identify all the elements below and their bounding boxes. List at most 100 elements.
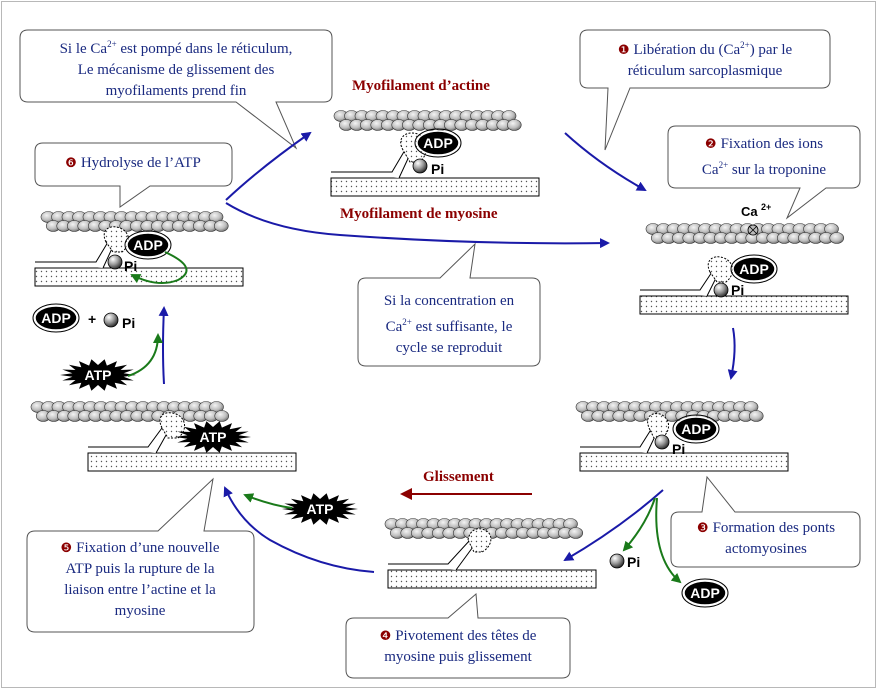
- pi-right: Pi: [713, 282, 744, 298]
- callout-pump-line1: Si le Ca2+ est pompé dans le réticulum,: [59, 39, 293, 57]
- atp-label: ATP: [307, 501, 334, 517]
- svg-text:ADP: ADP: [739, 261, 769, 277]
- atp-label: ATP: [85, 367, 112, 383]
- actin-filament-left-lower: [30, 401, 230, 422]
- atp-burst-shape: [175, 421, 251, 453]
- arrow-adp-release: [655, 497, 682, 584]
- callout-pump-shape: [19, 29, 333, 150]
- callout-step3-shape: [670, 475, 861, 568]
- actin-filament-bottom: [384, 518, 584, 539]
- step1-number: ❶: [617, 43, 630, 58]
- svg-text:Ca: Ca: [741, 204, 758, 219]
- myosin-filament-left-lower: [87, 452, 297, 472]
- atp-burst-shape: [282, 493, 358, 525]
- arrow-cycle-top-right: [564, 132, 647, 191]
- step2-number: ❷: [704, 137, 717, 152]
- pi-right-lower: Pi: [654, 434, 685, 457]
- svg-text:ADP: ADP: [423, 135, 453, 151]
- adp-badge-left: ADP: [124, 230, 172, 260]
- pi-free-left: + Pi: [88, 311, 135, 331]
- arrow-cycle-bottom-left: [223, 486, 375, 573]
- myosin-head-right-lower: [580, 413, 669, 454]
- svg-text:2+: 2+: [761, 202, 771, 212]
- myosin-head-bottom: [388, 528, 492, 571]
- actin-filament-right: [645, 223, 845, 244]
- svg-text:ADP: ADP: [41, 310, 71, 326]
- myosin-filament-left: [34, 267, 244, 287]
- actin-filament-right-lower: [575, 401, 764, 422]
- atp-burst-bound-left: ATP: [175, 421, 251, 453]
- actin-bead: [748, 410, 764, 422]
- arrow-pi-release: [622, 497, 656, 552]
- myosin-filament-label: Myofilament de myosine: [340, 206, 498, 222]
- pi-top: Pi: [412, 158, 444, 177]
- svg-text:Pi: Pi: [672, 441, 685, 457]
- callout-repeat-line3: cycle se reproduit: [395, 340, 503, 356]
- callout-step4-shape: [345, 592, 571, 679]
- arrow-cycle-bottom-right: [563, 489, 664, 562]
- adp-badge-top: ADP: [414, 128, 462, 158]
- callout-step6-shape: [34, 142, 233, 208]
- actin-bead: [829, 232, 845, 244]
- atp-burst-shape: [60, 359, 136, 391]
- callout-step1-line2: réticulum sarcoplasmique: [627, 63, 783, 79]
- svg-text:Pi: Pi: [731, 282, 744, 298]
- pi-left: Pi: [107, 254, 137, 274]
- arrow-cycle-repeat: [225, 202, 610, 249]
- callout-repeat: Si la concentration en Ca2+ est suffisan…: [362, 291, 536, 359]
- myosin-filament-bottom: [387, 569, 597, 589]
- callout-repeat-shape: [357, 242, 541, 367]
- svg-text:Pi: Pi: [124, 258, 137, 274]
- callout-step2-shape: [667, 125, 861, 220]
- adp-badge-right: ADP: [730, 254, 778, 284]
- adp-badge-free-left: ADP: [32, 303, 80, 333]
- svg-text:ADP: ADP: [681, 421, 711, 437]
- callout-pump-line2: Le mécanisme de glissement des: [77, 62, 275, 78]
- adp-badge-released: ADP: [681, 578, 729, 608]
- actin-bead: [506, 119, 522, 131]
- svg-text:Pi: Pi: [122, 315, 135, 331]
- callout-step5-line3: liaison entre l’actine et la: [64, 582, 216, 598]
- myosin-head-left: [35, 226, 129, 269]
- callout-step4-line2: myosine puis glissement: [384, 649, 532, 665]
- myosin-filament-top: [330, 177, 540, 197]
- svg-text:+: +: [88, 311, 96, 327]
- arrow-cycle-left-up: [158, 306, 169, 385]
- actin-filament-left: [40, 211, 229, 232]
- pi-released: Pi: [609, 553, 640, 570]
- callout-step5-line4: myosine: [114, 603, 166, 619]
- callout-step1-shape: [579, 29, 831, 151]
- svg-text:ADP: ADP: [690, 585, 720, 601]
- svg-text:ADP: ADP: [133, 237, 163, 253]
- arrow-atp-split: [127, 333, 163, 377]
- arrow-atp-binding: [243, 493, 293, 509]
- callout-pump-line3: myofilaments prend fin: [105, 83, 247, 99]
- adp-badge-right-lower: ADP: [672, 414, 720, 444]
- callout-step2-line2: Ca2+ sur la troponine: [701, 160, 827, 178]
- sliding-label: Glissement: [423, 469, 494, 485]
- callout-step3-line2: actomyosines: [725, 541, 807, 557]
- actin-bead: [568, 527, 584, 539]
- arrow-cycle-top-left: [225, 131, 312, 201]
- step3-number: ❸: [696, 521, 709, 536]
- actin-bead: [214, 410, 230, 422]
- callout-repeat-line2: Ca2+ est suffisante, le: [385, 317, 513, 335]
- svg-text:Pi: Pi: [627, 554, 640, 570]
- atp-burst-incoming: ATP: [282, 493, 358, 525]
- svg-text:Pi: Pi: [431, 161, 444, 177]
- callout-step5-shape: [26, 477, 255, 633]
- calcium-ion: Ca 2+: [741, 202, 771, 236]
- step4-number: ❹: [379, 629, 392, 644]
- actin-filament-top: [333, 110, 522, 131]
